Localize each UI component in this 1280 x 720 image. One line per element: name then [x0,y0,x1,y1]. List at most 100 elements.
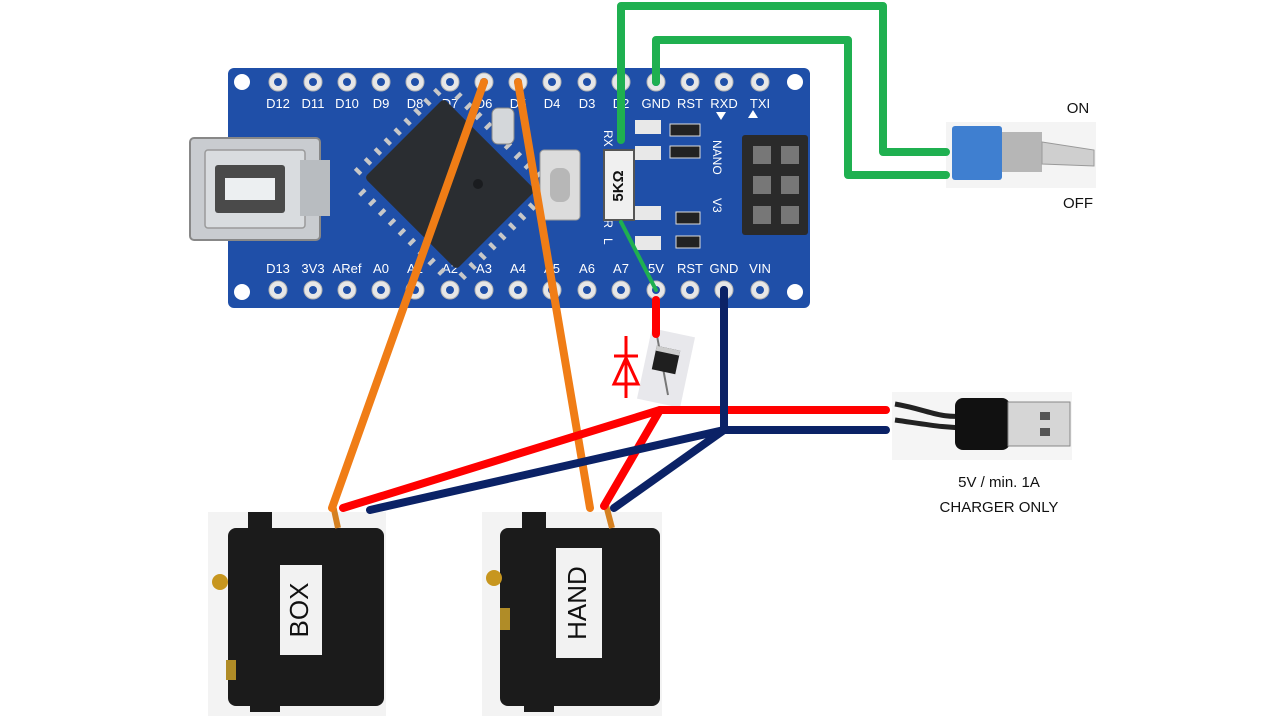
mini-usb-connector [189,137,330,241]
bottom-header [268,280,770,300]
chip-pin [367,198,377,207]
header-hole [480,286,488,294]
chip-pin [474,111,483,121]
diode-symbol [611,336,641,398]
chip-pin [423,97,432,107]
header-hole [343,78,351,86]
mount-hole [787,74,803,90]
header-hole [514,286,522,294]
pin-label: ARef [333,261,362,276]
servo-box: BOX [208,504,386,716]
chip-pin [513,151,523,160]
icsp-pin [753,176,771,194]
smd-resistor [675,235,701,249]
chip-pin [488,241,497,251]
pin-label: A0 [373,261,389,276]
usb-charger-cable: 5V / min. 1A CHARGER ONLY [892,392,1072,516]
pin-label: D11 [302,96,325,111]
pin-label: A6 [579,261,595,276]
chip-pin [427,257,436,267]
smd-resistor [669,145,701,159]
switch-off-label: OFF [1063,195,1093,212]
switch-lever [1041,141,1095,167]
pin-label: A4 [510,261,526,276]
resistor-5k: 5KΩ [603,149,635,221]
silk-arrow [748,110,758,118]
chip-pin [358,188,367,197]
chip-pin [468,261,477,271]
pin-label: A7 [613,261,629,276]
chip-pin [483,121,493,131]
icsp-pin [753,146,771,164]
silk-arrow [716,112,726,120]
header-hole [411,78,419,86]
servo-box-label: BOX [284,583,314,638]
chip-pin [397,227,407,237]
ground-wire-hand [610,426,728,512]
switch-bushing [1002,132,1042,172]
chip-pin [498,232,507,241]
smd-resistor [669,123,701,137]
bottom-pin-labels: D13 3V3 ARef A0 A1 A2 A3 A4 A5 A6 A7 5V … [266,261,771,276]
icsp-pin [781,176,799,194]
chip-pin [437,267,446,276]
pin-label: GND [642,96,671,111]
chip-pin [507,222,517,231]
header-hole [446,286,454,294]
pin-label: D12 [266,96,290,111]
arduino-nano-board: D12 D11 D10 D9 D8 D7 D6 D5 D4 D3 D2 GND … [189,68,810,308]
pin-label: D13 [266,261,290,276]
pin-label: A3 [476,261,492,276]
icsp-header [742,135,808,235]
header-hole [686,286,694,294]
switch-wire-gnd [652,36,950,179]
header-hole [720,78,728,86]
smd-led [635,146,661,160]
power-wire-hand [600,406,664,510]
smd-resistor [675,211,701,225]
chip-pin [407,237,417,247]
header-hole [274,286,282,294]
smd-led [635,236,661,250]
silk-l: L [601,238,615,245]
reset-cap [550,168,570,202]
chip-pin [464,101,473,111]
toggle-switch: ON OFF [946,100,1096,212]
silk-nano: NANO [710,140,724,175]
chip-pin [527,202,537,211]
pin-label: RST [677,96,703,111]
header-hole [446,78,454,86]
switch-on-label: ON [1067,100,1090,117]
pin-label: D3 [579,96,596,111]
diode [611,324,696,408]
pin-label: 5V [648,261,664,276]
chip-pin [517,212,527,221]
chip-pin [393,127,402,136]
chip-pin [454,92,463,101]
chip-pin [353,167,363,176]
top-pin-labels: D12 D11 D10 D9 D8 D7 D6 D5 D4 D3 D2 GND … [266,96,770,111]
header-hole [377,286,385,294]
wires [328,2,950,514]
pin-label: RXD [710,96,737,111]
crystal [491,107,515,145]
header-hole [274,78,282,86]
silk-v3: V3 [710,198,724,213]
header-hole [617,286,625,294]
signal-wire-d6-box [328,78,488,512]
pin-label: GND [710,261,739,276]
smd-led [635,120,661,134]
resistor-label: 5KΩ [610,170,627,201]
silk-rx: RX [601,130,615,147]
resistor-lead [619,220,658,292]
diode-band [655,345,681,356]
servo-hand: HAND [482,504,662,716]
chip-pin [363,157,373,166]
icsp-pin [753,206,771,224]
mount-hole [787,284,803,300]
header-hole [756,286,764,294]
header-hole [309,78,317,86]
smd-led [635,206,661,220]
header-hole [583,286,591,294]
chip-pin [413,107,422,117]
